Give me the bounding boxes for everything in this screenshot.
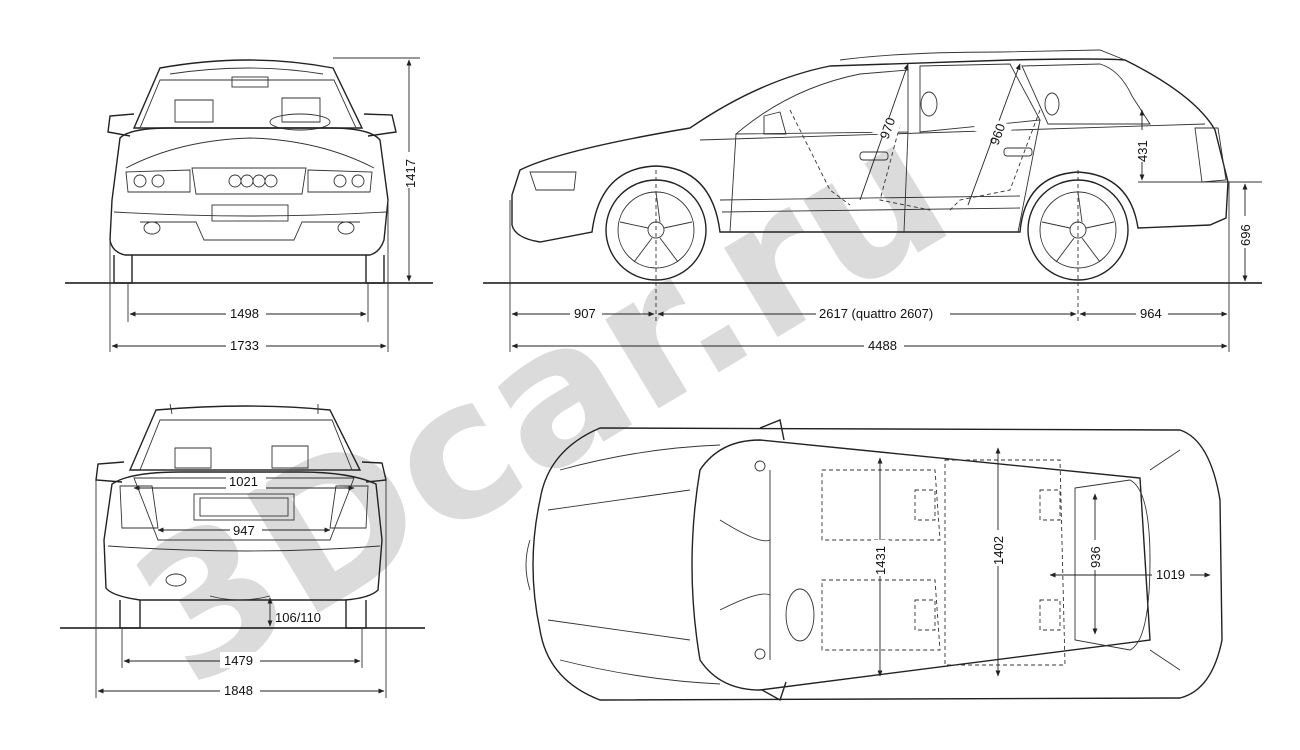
front-track-label: 1498 xyxy=(230,306,259,321)
cargo-length-label: 1019 xyxy=(1156,567,1185,582)
opening-top-width-label: 1021 xyxy=(229,474,258,489)
rear-view xyxy=(60,403,425,698)
watermark: 3Dcar.ru xyxy=(99,76,983,728)
sill-height-label: 696 xyxy=(1238,224,1253,246)
top-dimensions: 1431 1402 936 1019 xyxy=(871,447,1211,677)
front-dimensions: 1417 1498 1733 xyxy=(111,59,418,353)
wheelbase-label: 2617 (quattro 2607) xyxy=(819,306,933,321)
rear-width-label: 1848 xyxy=(224,683,253,698)
cargo-height-label: 431 xyxy=(1135,140,1150,162)
rear-overhang-label: 964 xyxy=(1140,306,1162,321)
top-view xyxy=(525,419,1223,702)
rear-dimensions: 1021 947 106/110 1479 1848 xyxy=(97,473,385,698)
rear-headroom-label: 960 xyxy=(987,122,1009,148)
rear-track-label: 1479 xyxy=(224,653,253,668)
side-view xyxy=(483,49,1262,352)
front-view xyxy=(65,57,433,352)
cargo-width-label: 936 xyxy=(1088,546,1103,568)
front-height-label: 1417 xyxy=(403,159,418,188)
length-label: 4488 xyxy=(868,338,897,353)
opening-bottom-width-label: 947 xyxy=(233,523,255,538)
watermark-text: 3Dcar.ru xyxy=(99,76,983,728)
ground-clearance-label: 106/110 xyxy=(275,610,321,625)
front-overhang-label: 907 xyxy=(574,306,596,321)
front-width-label: 1733 xyxy=(230,338,259,353)
front-interior-width-label: 1431 xyxy=(873,546,888,575)
side-dimensions: 970 960 431 696 907 2617 (quattro 2607) … xyxy=(511,111,1253,353)
rear-interior-width-label: 1402 xyxy=(991,536,1006,565)
front-headroom-label: 970 xyxy=(877,116,899,142)
